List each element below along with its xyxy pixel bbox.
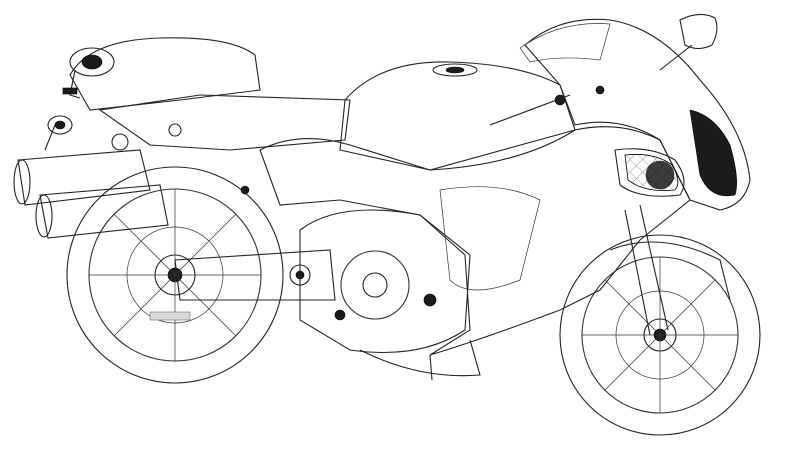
rear-wheel <box>66 166 284 384</box>
mirror <box>659 13 718 71</box>
engine <box>299 209 471 354</box>
front-nose <box>519 18 751 211</box>
fuel-tank <box>339 61 576 171</box>
front-wheel <box>559 234 761 436</box>
fairing <box>259 126 691 377</box>
tail-and-seat <box>44 37 351 151</box>
details <box>111 85 605 381</box>
front-forks <box>609 204 731 336</box>
exhaust-pipes <box>13 149 169 239</box>
